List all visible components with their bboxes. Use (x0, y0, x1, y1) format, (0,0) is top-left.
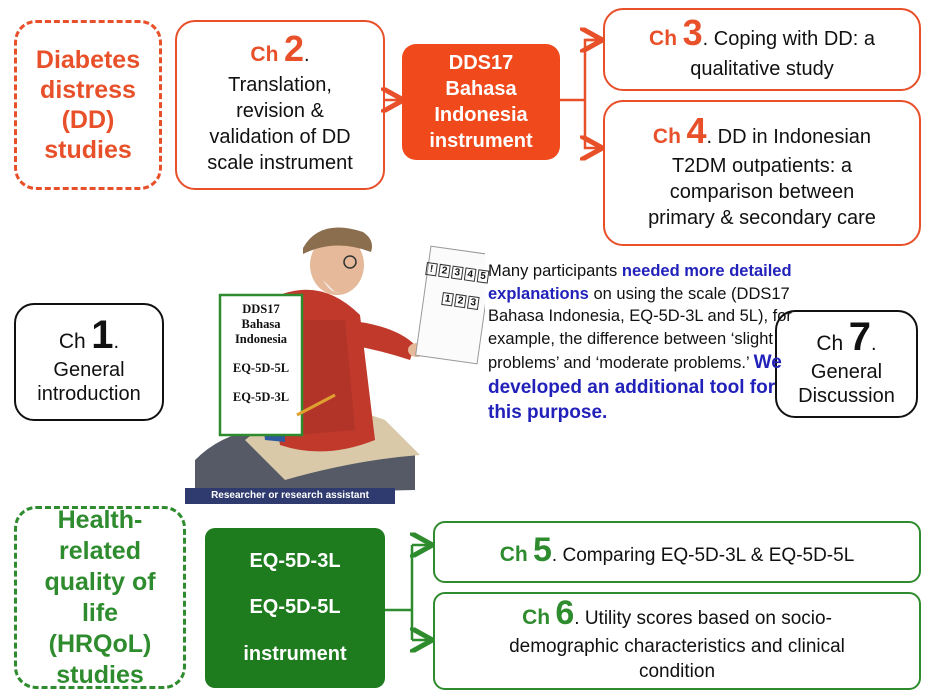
ch7-line: Discussion (798, 385, 895, 407)
ch4-line: T2DM outpatients: a (671, 154, 853, 177)
quote-highlight1: needed more detailed explanations (488, 262, 792, 303)
hrqol-studies-box: Health- related quality of life (HRQoL) … (14, 506, 186, 689)
ch5-number: 5 (533, 531, 552, 569)
ch3-box: Ch 3. Coping with DD: a qualitative stud… (603, 8, 921, 91)
ch6-heading: Ch 6. Utility scores based on socio- (522, 596, 832, 631)
researcher-figure-graphic (185, 227, 493, 504)
ch2-heading: Ch 2. (250, 31, 310, 68)
ch1-heading: Ch 1. (58, 315, 120, 355)
ch7-box: Ch 7. General Discussion (775, 310, 918, 418)
branch-dds17-to-ch3-ch4 (560, 38, 600, 148)
eq-line: EQ-5D-5L (249, 596, 341, 619)
dd-label-line: (DD) (61, 106, 115, 134)
card-text-block: DDS17 Bahasa Indonesia EQ-5D-5L EQ-5D-3L (220, 302, 302, 405)
ch1-suffix: . (113, 331, 120, 353)
ch2-suffix: . (304, 44, 310, 66)
ch5-prefix: Ch (499, 543, 528, 566)
illustration-caption: Researcher or research assistant (211, 490, 369, 501)
ch1-line: General (53, 359, 125, 381)
ch3-prefix: Ch (649, 26, 678, 50)
ch5-box: Ch 5. Comparing EQ-5D-3L & EQ-5D-5L (433, 521, 921, 583)
quote-highlight2: We developed an additional tool for this… (488, 352, 782, 423)
ch2-line: Translation, (228, 74, 332, 96)
hrqol-label-line: Health- (57, 505, 143, 534)
ch3-heading: Ch 3. Coping with DD: a (649, 14, 875, 52)
paper-cell: 2 (438, 263, 451, 279)
ch2-line: scale instrument (207, 152, 353, 174)
dds17-line: Bahasa (445, 78, 517, 100)
dd-label-line: Diabetes (35, 46, 141, 74)
paper-cell: ! (425, 262, 438, 277)
ch6-text1: . Utility scores based on socio- (574, 607, 832, 629)
dd-label-line: distress (40, 76, 136, 104)
card-text: EQ-5D-5L (232, 361, 290, 375)
hrqol-label-line: quality of (44, 567, 156, 596)
ch3-number: 3 (682, 11, 703, 53)
branch-eq-to-ch5-ch6 (385, 545, 414, 640)
ch7-number: 7 (848, 315, 872, 359)
ch2-line: validation of DD (209, 126, 351, 148)
ch7-heading: Ch 7. (816, 317, 877, 357)
ch1-number: 1 (91, 313, 114, 357)
ch4-box: Ch 4. DD in Indonesian T2DM outpatients:… (603, 100, 921, 246)
eq-instrument-box: EQ-5D-3L EQ-5D-5L instrument (205, 528, 385, 688)
ch6-box: Ch 6. Utility scores based on socio- dem… (433, 592, 921, 690)
dds17-line: DDS17 (448, 52, 514, 74)
participants-quote: Many participants needed more detailed e… (488, 260, 808, 425)
dd-label-line: studies (44, 136, 132, 164)
ch1-prefix: Ch (58, 330, 86, 353)
hrqol-label-line: related (59, 536, 141, 565)
ch2-line: revision & (236, 100, 324, 122)
card-text: Bahasa (241, 317, 281, 331)
dds17-line: Indonesia (434, 104, 528, 126)
quote-part1: Many participants (488, 262, 622, 280)
ch3-text2: qualitative study (690, 57, 834, 80)
researcher-illustration: DDS17 Bahasa Indonesia EQ-5D-5L EQ-5D-3L… (185, 210, 493, 505)
ch4-number: 4 (686, 109, 707, 151)
ch7-line: General (810, 361, 883, 383)
card-text: EQ-5D-3L (232, 390, 290, 404)
ch6-prefix: Ch (522, 605, 551, 629)
eq-line: instrument (243, 643, 347, 666)
ch6-line: demographic characteristics and clinical (509, 635, 845, 657)
ch7-suffix: . (871, 333, 877, 355)
ch4-line: primary & secondary care (648, 206, 876, 229)
ch4-heading: Ch 4. DD in Indonesian (652, 112, 872, 150)
ch6-line: condition (638, 660, 716, 682)
dds17-line: instrument (429, 130, 533, 152)
ch6-number: 6 (555, 593, 575, 632)
ch3-text1: . Coping with DD: a (702, 27, 875, 50)
eq-line: EQ-5D-3L (249, 549, 341, 572)
ch2-prefix: Ch (250, 43, 279, 66)
hrqol-label-line: life (81, 598, 119, 627)
dd-studies-box: Diabetes distress (DD) studies (14, 20, 162, 190)
quote-part2: on using the scale (DDS17 Bahasa Indones… (488, 284, 792, 373)
ch5-text: . Comparing EQ-5D-3L & EQ-5D-5L (551, 545, 855, 566)
ch5-heading: Ch 5. Comparing EQ-5D-3L & EQ-5D-5L (499, 533, 855, 568)
dds17-instrument-box: DDS17 Bahasa Indonesia instrument (402, 44, 560, 160)
ch2-box: Ch 2. Translation, revision & validation… (175, 20, 385, 190)
ch4-line: comparison between (669, 180, 855, 203)
ch1-line: introduction (37, 383, 141, 405)
paper-cell: 3 (450, 265, 464, 281)
ch4-text1: . DD in Indonesian (706, 125, 872, 148)
card-text: DDS17 (242, 302, 280, 316)
paper-cell: 1 (441, 292, 454, 307)
ch7-prefix: Ch (816, 332, 844, 355)
card-text: Indonesia (234, 332, 288, 346)
hrqol-label-line: (HRQoL) (48, 629, 152, 658)
paper-cell: 2 (454, 293, 467, 309)
hrqol-label-line: studies (56, 660, 144, 689)
paper-cell: 3 (466, 295, 480, 311)
paper-cell: 4 (463, 267, 477, 282)
ch4-prefix: Ch (652, 124, 681, 148)
ch1-box: Ch 1. General introduction (14, 303, 164, 421)
ch2-number: 2 (283, 28, 305, 69)
